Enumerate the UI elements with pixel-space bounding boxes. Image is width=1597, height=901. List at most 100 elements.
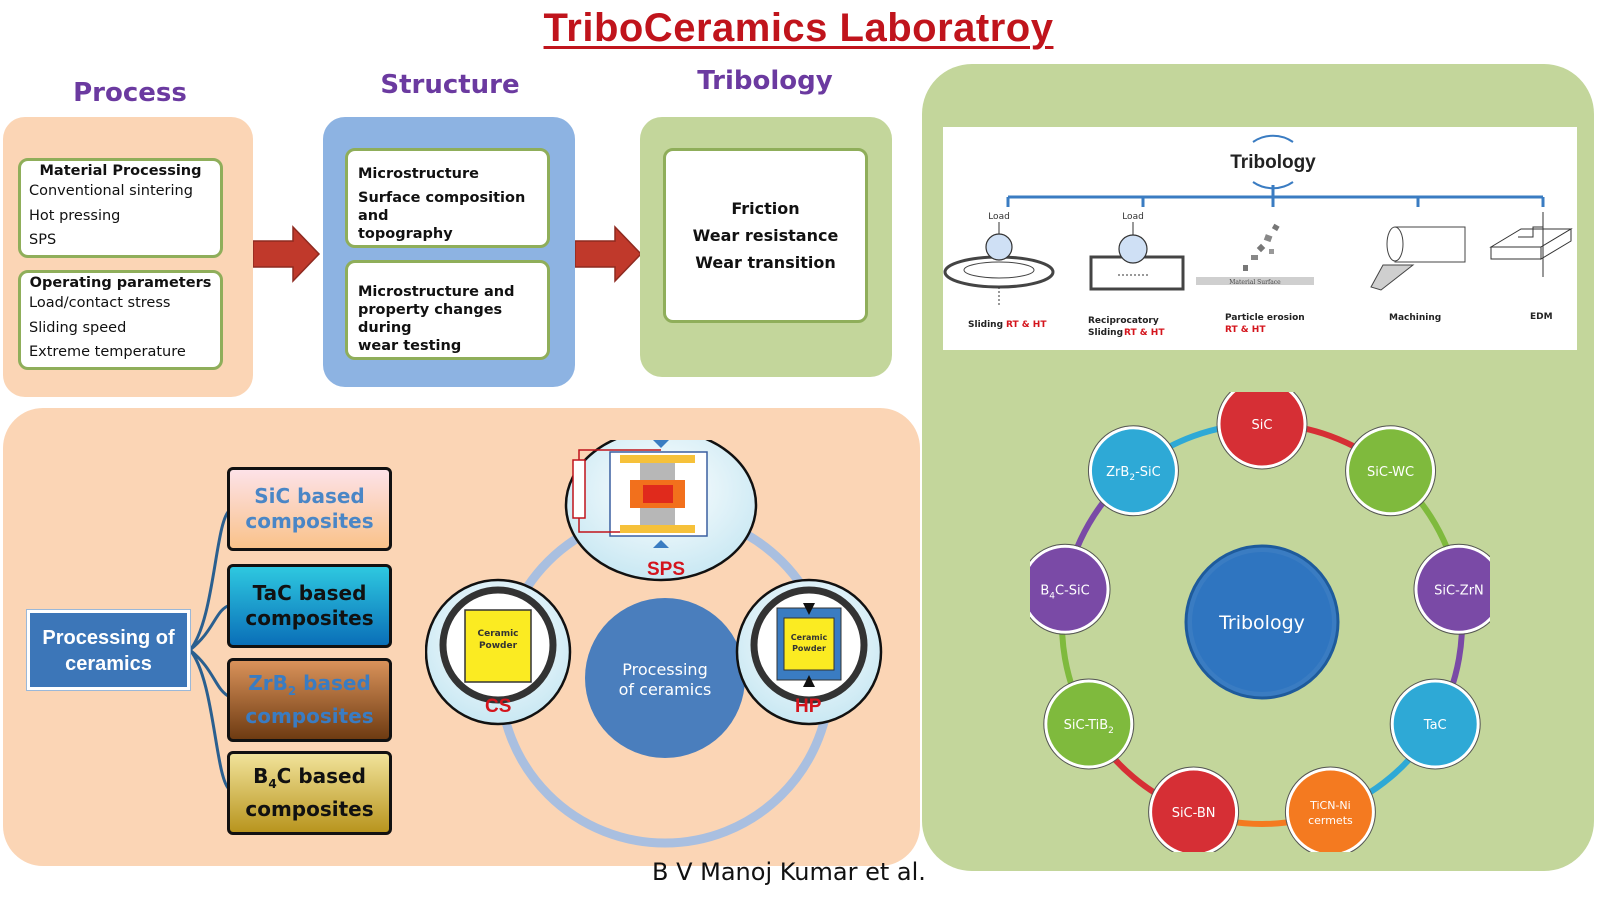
composite-line: composites	[245, 704, 374, 728]
test-name: Machining	[1389, 313, 1441, 323]
tribology-item: Wear resistance	[692, 226, 839, 245]
process-heading: Process	[73, 78, 187, 108]
processing-of-ceramics-box: Processing of ceramics	[27, 610, 190, 690]
edm-test-icon: EDM	[1489, 212, 1573, 322]
test-name: Reciprocatory	[1088, 316, 1159, 326]
composite-tree-connector	[188, 508, 232, 792]
material-node-label: SiC-TiB2	[1064, 718, 1114, 736]
material-node	[1217, 392, 1307, 469]
parameter-item: Load/contact stress	[29, 295, 171, 311]
parameter-item: Sliding speed	[29, 319, 127, 336]
processing-label-line: ceramics	[65, 653, 152, 675]
hp-label: HP	[795, 696, 822, 717]
cycle-center-text: of ceramics	[619, 680, 712, 699]
material-node-outline	[1030, 543, 1111, 635]
material-node-label: cermets	[1308, 814, 1353, 827]
ceramic-powder-text: Ceramic	[791, 633, 828, 642]
tests-background	[943, 127, 1577, 350]
sic-composites-box: SiC based composites	[227, 467, 392, 551]
cycle-center-circle	[585, 598, 745, 758]
cs-bubble: Ceramic Powder CS	[425, 578, 572, 726]
machining-test-icon: Machining	[1370, 226, 1466, 323]
ceramic-powder-text: Ceramic	[477, 629, 518, 639]
operating-parameters-box: Operating parameters Load/contact stress…	[18, 270, 223, 370]
page-title: TriboCeramics Laboratroy	[543, 6, 1054, 50]
ring-center-label: Tribology	[1218, 612, 1305, 634]
test-name: Sliding	[968, 320, 1003, 330]
material-processing-box: Material Processing Conventional sinteri…	[18, 158, 223, 258]
material-node-label: B4C-SiC	[1040, 583, 1089, 601]
tribology-heading: Tribology	[697, 66, 833, 96]
material-node-outline	[1389, 678, 1481, 770]
material-processing-heading: Material Processing	[39, 163, 202, 179]
author-credit: B V Manoj Kumar et al.	[652, 858, 926, 886]
process-item: SPS	[29, 232, 57, 248]
structure-line: Surface composition and	[358, 190, 526, 224]
operating-parameters-heading: Operating parameters	[29, 275, 212, 291]
processing-cycle-diagram: Processing of ceramics SPS Ceramic Powde…	[425, 440, 883, 848]
material-node-label: SiC-WC	[1367, 465, 1414, 480]
material-node-label: TaC	[1423, 718, 1447, 733]
composite-line: TaC based	[252, 581, 367, 605]
structure-line: Microstructure and	[358, 284, 515, 300]
material-surface-label: Material Surface	[1229, 279, 1281, 286]
material-node	[1414, 544, 1490, 634]
test-name: Sliding	[1088, 328, 1123, 338]
zrb2-composites-box: ZrB2 based composites	[227, 658, 392, 742]
sps-label: SPS	[647, 559, 685, 580]
tribology-box: Friction Wear resistance Wear transition	[663, 148, 868, 323]
load-label: Load	[1122, 212, 1144, 222]
material-node	[1149, 767, 1239, 852]
composite-line: composites	[245, 606, 374, 630]
structure-heading: Structure	[380, 70, 520, 100]
composite-line: ZrB	[248, 671, 288, 695]
material-node-label: TiCN-Ni	[1309, 799, 1351, 812]
subscript: 4	[268, 777, 277, 791]
composite-line: composites	[245, 797, 374, 821]
test-name: EDM	[1530, 312, 1553, 322]
structure-line: topography	[358, 226, 453, 242]
materials-ring-diagram: Tribology SiC SiC-WC SiC-ZrN TaC cermets TiCN…	[1030, 392, 1490, 852]
reciprocatory-test-icon: Load Reciprocatory Sliding RT & HT	[1088, 212, 1185, 338]
parameter-item: Extreme temperature	[29, 344, 186, 360]
material-node-label: ZrB2-SiC	[1106, 465, 1161, 483]
tribology-item: Wear transition	[695, 253, 836, 272]
material-node-label: SiC	[1252, 418, 1273, 433]
composite-line: SiC based	[254, 484, 365, 508]
material-node-outline	[1345, 425, 1437, 517]
ceramic-powder-text: Powder	[792, 644, 826, 653]
material-node-label: SiC-BN	[1172, 806, 1216, 821]
material-node	[1044, 679, 1134, 769]
b4c-composites-box: B4C based composites	[227, 751, 392, 835]
structure-line: Microstructure	[358, 166, 479, 182]
test-tag: RT & HT	[1225, 325, 1266, 335]
material-node-outline	[1284, 766, 1376, 852]
load-label: Load	[988, 212, 1010, 222]
composite-line: based	[296, 671, 371, 695]
ceramic-powder-text: Powder	[479, 641, 518, 651]
material-node-outline	[1413, 543, 1490, 635]
process-item: Conventional sintering	[29, 183, 193, 199]
structure-box-surface: Microstructure Surface composition and t…	[345, 148, 550, 248]
test-tag: RT & HT	[1124, 328, 1165, 338]
erosion-test-icon: Material Surface Particle erosion RT & H…	[1196, 223, 1314, 335]
material-node	[1390, 679, 1480, 769]
material-node-outline	[1216, 392, 1308, 470]
hp-bubble: Ceramic Powder HP	[735, 578, 883, 726]
tests-title: Tribology	[1230, 152, 1316, 173]
tribology-tests-diagram: Tribology Load Sliding RT & HT Load Reci…	[943, 127, 1577, 350]
tribology-item: Friction	[731, 199, 800, 218]
sliding-test-icon: Load Sliding RT & HT	[943, 212, 1055, 330]
material-node	[1346, 426, 1436, 516]
material-node	[1285, 767, 1375, 852]
composite-line: C based	[276, 764, 366, 788]
process-item: Hot pressing	[29, 207, 121, 224]
ring-center-inner	[1192, 552, 1332, 692]
material-node-outline	[1087, 425, 1179, 517]
structure-line: wear testing	[358, 338, 462, 354]
material-node-outline	[1043, 678, 1135, 770]
material-node-label: SiC-ZrN	[1434, 583, 1484, 598]
structure-line: property changes during	[358, 302, 503, 336]
structure-box-wear: Microstructure and property changes duri…	[345, 260, 550, 360]
